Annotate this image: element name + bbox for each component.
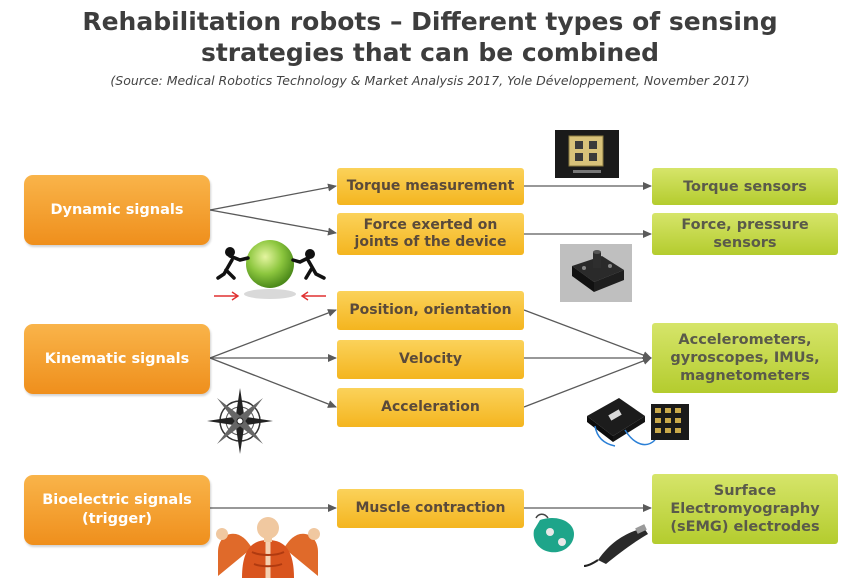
- title-line-1: Rehabilitation robots – Different types …: [82, 7, 778, 36]
- force-pressure-label-2: sensors: [713, 235, 777, 251]
- title-line-2: strategies that can be combined: [200, 38, 660, 67]
- force-pressure-label-1: Force, pressure: [681, 217, 809, 233]
- pressure-sensor-image: [560, 244, 632, 302]
- mems-imu-chips-image: [587, 398, 689, 447]
- bioelectric-signals-label: Bioelectric signals: [42, 492, 192, 508]
- torque-measurement-label: Torque measurement: [346, 178, 515, 194]
- imu-sensors-box: Accelerometers, gyroscopes, IMUs, magnet…: [652, 323, 838, 393]
- torque-measurement-box: Torque measurement: [337, 168, 524, 205]
- force-exerted-label-1: Force exerted on: [363, 217, 498, 233]
- muscular-torso-image: [216, 517, 320, 578]
- arrow-kinematic-position: [209, 309, 337, 359]
- force-pressure-sensors-box: Force, pressure sensors: [652, 213, 838, 255]
- kinematic-signals-box: Kinematic signals: [24, 324, 210, 394]
- arrow-kinematic-acceleration: [209, 357, 337, 408]
- source-note: (Source: Medical Robotics Technology & M…: [110, 73, 750, 88]
- kinematic-signals-label: Kinematic signals: [44, 350, 190, 367]
- compass-rose-image: [207, 388, 273, 454]
- bioelectric-signals-box: Bioelectric signals (trigger): [24, 475, 210, 545]
- arrow-dynamic-force: [209, 209, 337, 236]
- torque-sensor-chip-image: [555, 130, 619, 178]
- emg-electrodes-image: [528, 512, 650, 568]
- force-exerted-label-2: joints of the device: [354, 234, 507, 250]
- force-exerted-box: Force exerted on joints of the device: [337, 213, 524, 255]
- arrow-position-imu: [523, 309, 652, 359]
- dynamic-signals-label: Dynamic signals: [50, 201, 184, 218]
- figures-pushing-ball-image: [214, 240, 326, 301]
- semg-label-2: Electromyography: [670, 501, 820, 517]
- muscle-contraction-box: Muscle contraction: [337, 489, 524, 528]
- velocity-label: Velocity: [399, 351, 462, 367]
- muscle-contraction-label: Muscle contraction: [355, 500, 506, 516]
- semg-electrodes-box: Surface Electromyography (sEMG) electrod…: [652, 474, 838, 544]
- position-orientation-box: Position, orientation: [337, 291, 524, 330]
- page-title: Rehabilitation robots – Different types …: [0, 6, 860, 68]
- velocity-box: Velocity: [337, 340, 524, 379]
- semg-label-1: Surface: [713, 483, 777, 499]
- torque-sensors-label: Torque sensors: [683, 178, 807, 195]
- torque-sensors-box: Torque sensors: [652, 168, 838, 205]
- imu-label-3: magnetometers: [680, 368, 810, 384]
- arrow-acceleration-imu: [523, 357, 652, 408]
- semg-label-3: (sEMG) electrodes: [670, 519, 820, 535]
- imu-label-1: Accelerometers,: [678, 332, 812, 348]
- imu-label-2: gyroscopes, IMUs,: [670, 350, 820, 366]
- bioelectric-trigger-label: (trigger): [81, 511, 153, 527]
- position-orientation-label: Position, orientation: [349, 302, 512, 318]
- arrow-dynamic-torque: [209, 183, 337, 211]
- acceleration-box: Acceleration: [337, 388, 524, 427]
- dynamic-signals-box: Dynamic signals: [24, 175, 210, 245]
- acceleration-label: Acceleration: [381, 399, 480, 415]
